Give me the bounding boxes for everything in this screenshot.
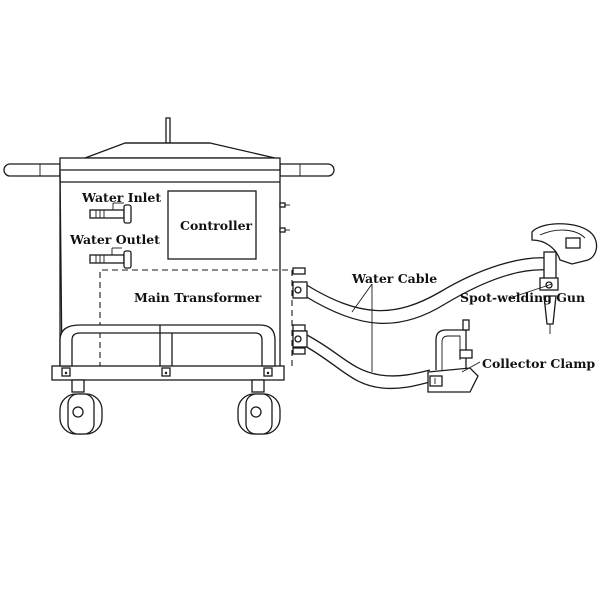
controller-panel <box>167 190 257 260</box>
water-inlet-fitting <box>89 202 132 224</box>
label-collector-clamp: Collector Clamp <box>482 356 595 371</box>
label-spot-welding-gun: Spot-welding Gun <box>460 290 585 305</box>
spot-welding-gun <box>531 223 598 334</box>
cable-connectors <box>292 281 308 348</box>
label-controller: Controller <box>180 218 253 233</box>
right-wheel <box>237 393 281 435</box>
right-handle <box>279 163 335 177</box>
label-water-inlet: Water Inlet <box>81 190 161 205</box>
left-wheel <box>59 393 103 435</box>
label-water-outlet: Water Outlet <box>69 232 160 247</box>
main-transformer-outline <box>99 269 293 368</box>
leader-lines <box>351 283 553 373</box>
collector-clamp <box>427 319 479 393</box>
cart-frame <box>51 324 285 393</box>
left-handle <box>3 163 61 177</box>
cabinet-roof <box>84 142 276 159</box>
lifting-rod <box>165 117 171 144</box>
water-cable-lower <box>304 333 431 390</box>
water-outlet-fitting <box>89 247 132 269</box>
label-main-transformer: Main Transformer <box>134 290 262 305</box>
water-cable-upper <box>304 257 549 325</box>
label-water-cable: Water Cable <box>351 271 437 286</box>
